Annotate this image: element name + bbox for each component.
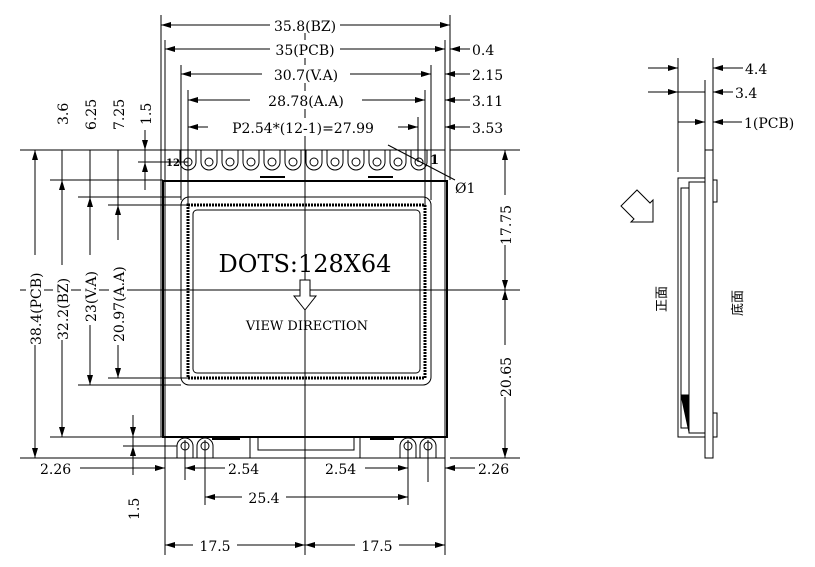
dim-bz-width: 35.8(BZ) [274,19,336,35]
dim-1-pcb: 1(PCB) [744,116,794,132]
pin-pad [410,150,428,171]
pin-hole [225,157,235,167]
dim-17-75: 17.75 [499,205,515,245]
side-view: 4.4 3.4 1(PCB) 正面 底面 [620,58,794,459]
viewing-area [180,196,432,386]
pin-hole [267,157,277,167]
dim-pin-pitch: P2.54*(12-1)=27.99 [232,121,374,137]
top-pin-row [179,150,428,171]
pin-hole [330,157,340,167]
pin-pad [305,150,323,171]
dim-va-width: 30.7(V.A) [274,68,338,84]
hole-diameter-label: Ø1 [455,181,475,197]
pin-hole [372,157,382,167]
dim-offset-3-53: 3.53 [472,121,503,137]
dim-20-65: 20.65 [499,357,515,397]
dim-2-26-right: 2.26 [478,462,509,478]
dim-2-54-right: 2.54 [325,462,356,478]
pin-pad [242,150,260,171]
pin-hole [288,157,298,167]
dim-pcb-height: 38.4(PCB) [29,272,45,345]
pin-hole [309,157,319,167]
pin-pad [368,150,386,171]
dim-aa-height: 20.97(A.A) [112,266,128,342]
dim-3-6: 3.6 [56,103,72,125]
dim-offset-0-4: 0.4 [472,43,494,59]
pin-12-label: 12 [166,158,180,169]
dim-2-54-left: 2.54 [228,462,259,478]
right-dimensions: 17.75 20.65 [450,149,520,459]
dim-3-4: 3.4 [735,86,757,102]
pin-pad [326,150,344,171]
back-side-label: 底面 [730,290,746,316]
pin-pad [221,150,239,171]
dim-7-25: 7.25 [112,99,128,130]
dim-pcb-width: 35(PCB) [275,43,334,59]
view-direction-label: VIEW DIRECTION [245,319,368,334]
dim-1-5-bottom: 1.5 [127,498,143,520]
pin-hole [246,157,256,167]
pin-hole [351,157,361,167]
dots-label: DOTS:128X64 [219,250,392,278]
dim-1-5-top: 1.5 [139,103,155,125]
dim-offset-3-11: 3.11 [472,94,503,110]
dim-bz-height: 32.2(BZ) [56,278,72,340]
bottom-dimensions: 2.26 2.54 2.54 2.26 1.5 25.4 17.5 17.5 [40,415,509,555]
dim-6-25: 6.25 [84,99,100,130]
dim-offset-2-15: 2.15 [472,68,503,84]
view-direction-arrow-icon [292,279,318,311]
bottom-holes [176,437,437,458]
front-view: 12 1 Ø1 DOTS:128X64 VIEW DIRECTION 35.8(… [20,15,520,555]
dim-va-height: 23(V.A) [84,271,100,322]
pin-pad [263,150,281,171]
dim-17-5-left: 17.5 [199,539,230,555]
pin-pad [389,150,407,171]
active-area [186,203,427,380]
pin-pad [347,150,365,171]
pin-pad [200,150,218,171]
dim-2-26-left: 2.26 [40,462,71,478]
dim-aa-width: 28.78(A.A) [268,94,344,110]
front-side-label: 正面 [655,286,670,312]
pin-hole [204,157,214,167]
view-arrow-icon [620,189,654,223]
top-dimensions: 35.8(BZ) 35(PCB) 0.4 30.7(V.A) 2.15 28.7… [161,15,503,137]
dim-4-4: 4.4 [745,62,767,78]
dim-17-5-right: 17.5 [361,539,392,555]
left-dimensions: 3.6 6.25 7.25 1.5 38.4(PCB) 32.2(BZ) 23(… [20,99,188,459]
pin-pad [179,150,197,171]
side-pcb [704,149,714,459]
pin-pad [284,150,302,171]
dim-25-4: 25.4 [248,491,279,507]
pin-hole [393,157,403,167]
pin-1-label: 1 [430,153,439,168]
pin-hole [414,157,424,167]
